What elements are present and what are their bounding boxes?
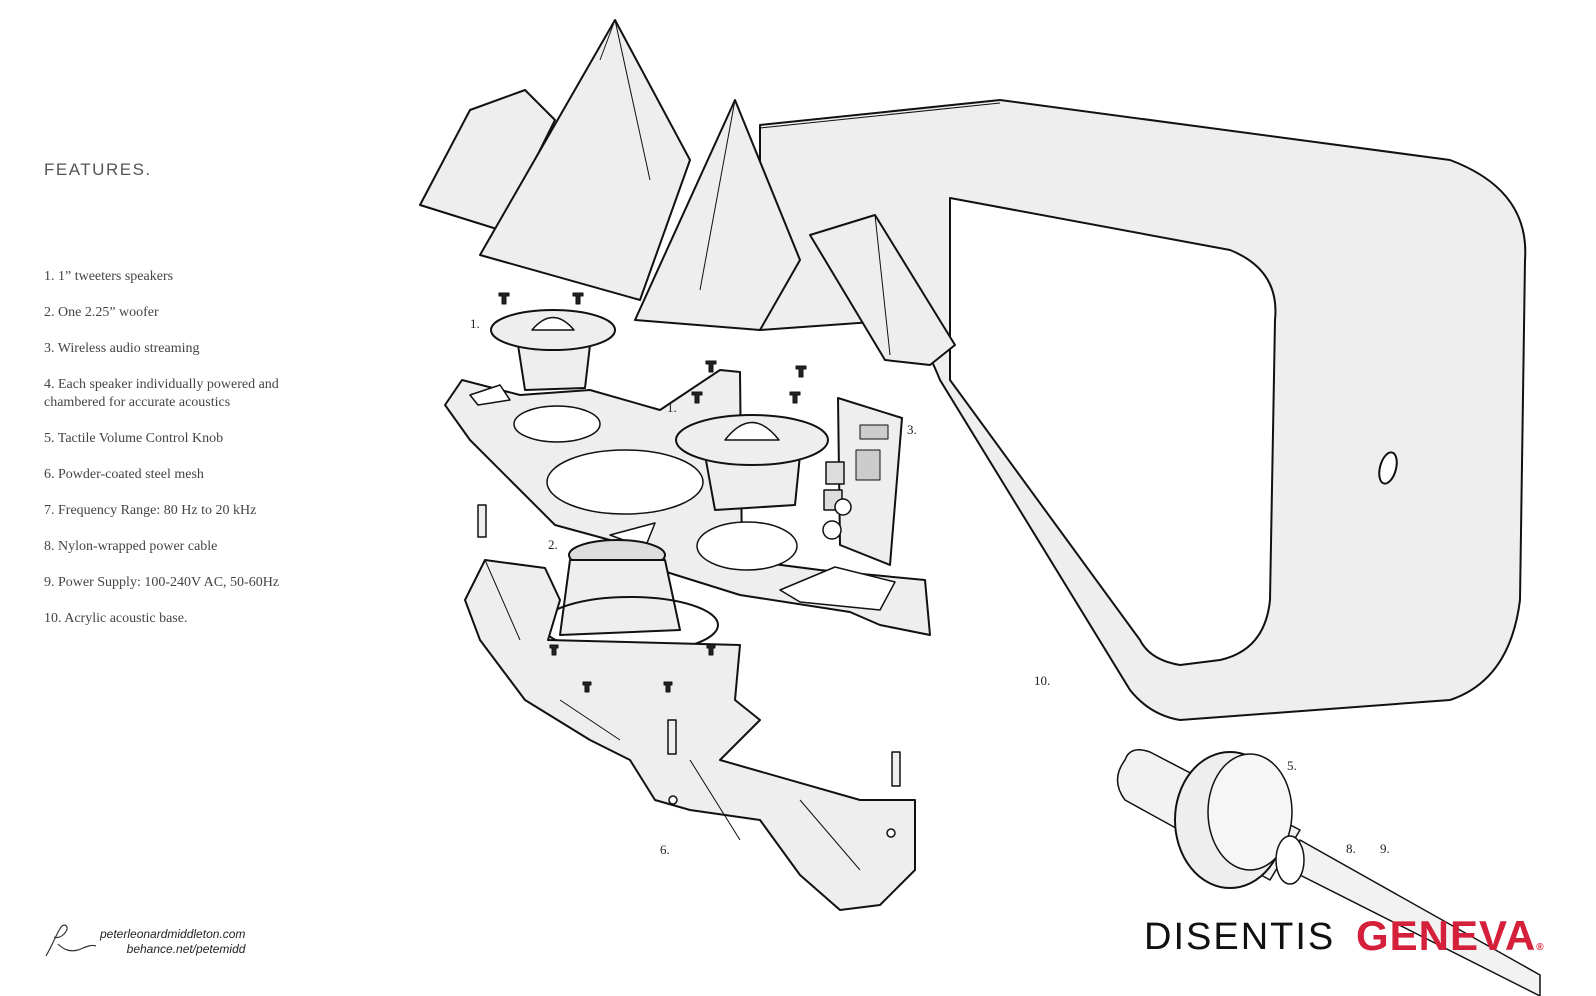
cable-collar xyxy=(1275,835,1305,885)
base-hole xyxy=(1378,451,1398,485)
feature-item: 10. Acrylic acoustic base. xyxy=(44,611,188,626)
knob-face xyxy=(1207,753,1293,871)
feature-item: 2. One 2.25” woofer xyxy=(44,305,159,320)
credit-block: peterleonardmiddleton.com behance.net/pe… xyxy=(100,927,245,957)
features-heading: FEATURES. xyxy=(44,160,152,179)
standoff-pin xyxy=(891,751,901,787)
tweeter-top-dome xyxy=(531,316,575,331)
screws xyxy=(498,292,807,693)
mesh-top-facet xyxy=(419,89,556,231)
chip xyxy=(855,449,881,481)
callout-mesh: 6. xyxy=(660,842,670,857)
feature-item: 5. Tactile Volume Control Knob xyxy=(44,431,224,446)
callout-knob: 5. xyxy=(1287,758,1297,773)
base-edge xyxy=(759,102,1001,129)
standoff-pin xyxy=(667,719,677,755)
mesh-top-facet xyxy=(634,99,801,331)
capacitor xyxy=(822,520,842,540)
signature-icon xyxy=(45,924,97,957)
brand-logo: GENEVA® xyxy=(1356,912,1545,959)
mesh-top-facet xyxy=(809,214,956,366)
plate-hole xyxy=(546,449,704,515)
mesh-top-facet xyxy=(479,19,691,301)
cage-bolt-hole xyxy=(886,828,896,838)
plate-hole xyxy=(696,521,798,571)
callout-board: 3. xyxy=(907,422,917,437)
features-list: 1. 1” tweeters speakers 2. One 2.25” woo… xyxy=(44,268,364,646)
feature-item: 1. 1” tweeters speakers xyxy=(44,269,174,284)
product-name: DISENTIS xyxy=(1144,916,1336,958)
chip xyxy=(859,424,889,440)
callout-cable: 8. xyxy=(1346,841,1356,856)
feature-item: 7. Frequency Range: 80 Hz to 20 kHz xyxy=(44,503,257,518)
callout-woofer: 2. xyxy=(548,537,558,552)
credit-behance[interactable]: behance.net/petemidd xyxy=(126,942,246,956)
cage-bolt-hole xyxy=(668,795,678,805)
chip xyxy=(825,461,845,485)
base-window xyxy=(949,197,1277,666)
tweeter-top-body xyxy=(517,344,591,391)
feature-item: 6. Powder-coated steel mesh xyxy=(44,467,204,482)
standoff-pin xyxy=(477,504,487,538)
callout-tweeter-mid: 1. xyxy=(667,400,677,415)
callout-tweeter-top: 1. xyxy=(470,316,480,331)
feature-item: 9. Power Supply: 100-240V AC, 50-60Hz xyxy=(44,575,280,590)
feature-item: 4. Each speaker individually powered and… xyxy=(44,377,279,410)
callout-supply: 9. xyxy=(1380,841,1390,856)
mesh-lower-cage xyxy=(464,559,916,911)
credit-website[interactable]: peterleonardmiddleton.com xyxy=(100,927,246,941)
tweeter-mid-dome xyxy=(724,421,780,441)
callout-base: 10. xyxy=(1034,673,1050,688)
circuit-board xyxy=(837,397,903,566)
plate-cutout xyxy=(469,384,511,406)
feature-item: 8. Nylon-wrapped power cable xyxy=(44,539,218,554)
capacitor xyxy=(834,498,852,516)
feature-item: 3. Wireless audio streaming xyxy=(44,341,200,356)
plate-hole xyxy=(513,405,601,443)
plate-cutout xyxy=(779,566,896,611)
